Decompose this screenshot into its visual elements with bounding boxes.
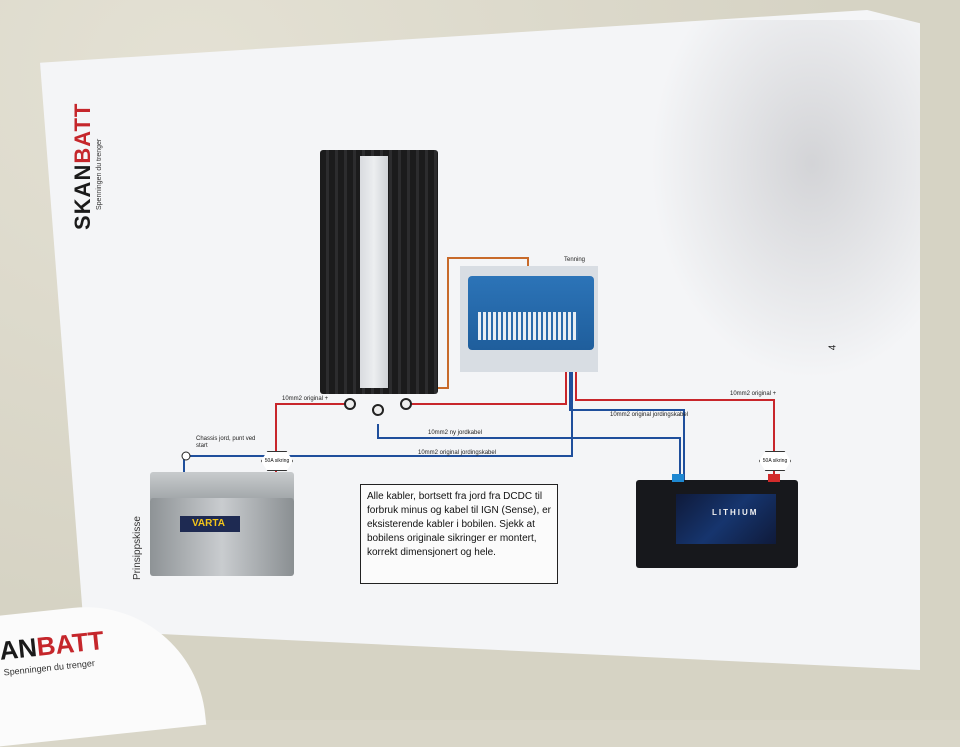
service-battery-neg-terminal: [672, 474, 684, 482]
starter-battery-lid: [150, 472, 294, 502]
wire-positive-starter: [275, 403, 350, 472]
wire-negative-new: [377, 424, 681, 482]
fuse-right: 50A sikring: [759, 451, 791, 471]
label-wire-top-left: 10mm2 original +: [282, 396, 329, 402]
service-battery: LITHIUM: [636, 474, 798, 568]
terminal-dcdc-pos: [344, 398, 356, 410]
terminal-dcdc-out: [400, 398, 412, 410]
service-battery-panel: [676, 494, 776, 544]
dcdc-label-strip: [360, 156, 388, 388]
charger-label: Tenning: [564, 257, 586, 263]
service-battery-brand: LITHIUM: [712, 508, 759, 517]
label-wire-right-mid: 10mm2 original jordingskabel: [610, 412, 689, 418]
charger-vent: [478, 312, 578, 340]
label-wire-right-top: 10mm2 original +: [730, 391, 777, 397]
leaflet-name-black: AN: [0, 632, 39, 666]
wire-negative-charger: [569, 372, 685, 482]
fuse-left: 50A sikring: [261, 451, 293, 471]
wire-positive-service: [410, 372, 567, 405]
starter-battery-logo: VARTA: [180, 516, 240, 532]
service-battery-pos-terminal: [768, 474, 780, 482]
wire-positive-right: [575, 372, 775, 488]
starter-battery: VARTA: [150, 472, 294, 578]
leaflet-name-red: BATT: [35, 624, 106, 662]
terminal-dcdc-neg: [372, 404, 384, 416]
dcdc-charger: [320, 150, 438, 394]
chassis-point: [181, 451, 191, 461]
paper-shadow: [650, 20, 920, 380]
label-wire-mid: 10mm2 ny jordkabel: [428, 430, 483, 436]
wiring-diagram: [181, 257, 775, 494]
chassis-label: Chassis jord, punt ved start: [196, 436, 256, 449]
label-wire-bottom: 10mm2 original jordingskabel: [418, 450, 497, 456]
note-box: Alle kabler, bortsett fra jord fra DCDC …: [360, 484, 558, 584]
starter-battery-body: [150, 498, 294, 576]
